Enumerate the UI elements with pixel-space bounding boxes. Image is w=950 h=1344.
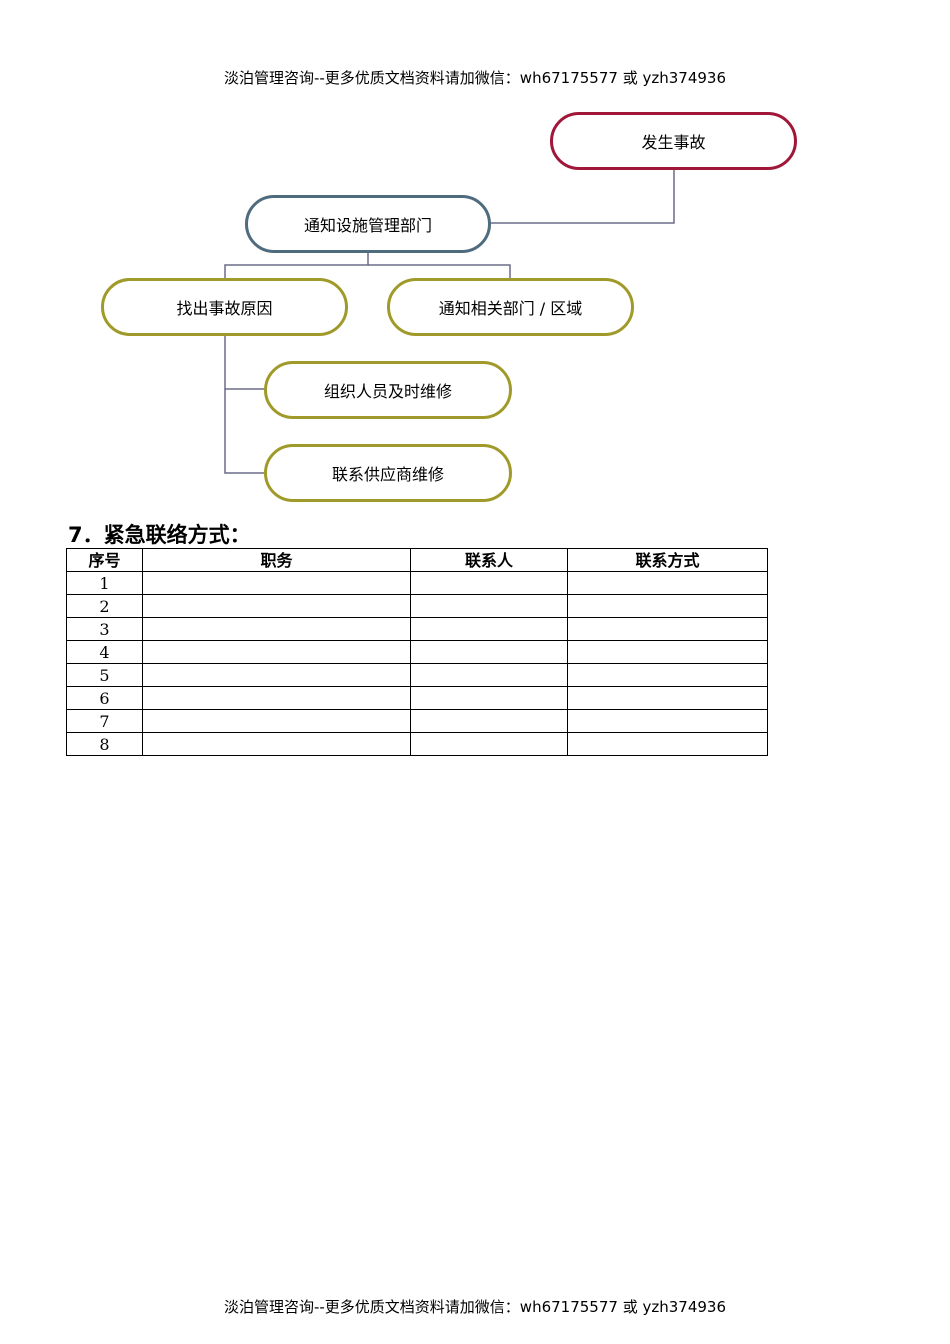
cell-index: 2 [66,594,143,618]
cell-contact-person [410,663,568,687]
cell-position [142,709,411,733]
table-header-row: 序号 职务 联系人 联系方式 [66,548,768,572]
cell-position [142,617,411,641]
table-row: 8 [66,732,768,756]
connector-facility-to-related [368,264,511,279]
node-contact-supplier-label: 联系供应商维修 [331,465,444,484]
table-row: 1 [66,571,768,595]
cell-index: 7 [66,709,143,733]
node-notify-facility-label: 通知设施管理部门 [303,216,432,235]
connector-accident-to-facility [490,168,675,224]
cell-contact-method [567,640,768,664]
node-find-cause-label: 找出事故原因 [176,299,273,318]
cell-contact-method [567,663,768,687]
cell-index: 5 [66,663,143,687]
cell-contact-person [410,571,568,595]
section-title: 7．紧急联络方式： [68,523,251,547]
incident-flowchart: 发生事故 通知设施管理部门 找出事故原因 通知相关部门 / 区域 组织人员及时维… [0,0,950,520]
table-row: 5 [66,663,768,687]
node-notify-related: 通知相关部门 / 区域 [387,278,634,336]
cell-position [142,640,411,664]
cell-contact-person [410,686,568,710]
node-accident: 发生事故 [550,112,797,170]
cell-contact-method [567,594,768,618]
node-organize-repair-label: 组织人员及时维修 [323,382,452,401]
cell-contact-person [410,617,568,641]
cell-index: 3 [66,617,143,641]
cell-contact-person [410,594,568,618]
page-header: 淡泊管理咨询--更多优质文档资料请加微信：wh67175577 或 yzh374… [223,69,726,87]
cell-position [142,594,411,618]
node-contact-supplier: 联系供应商维修 [264,444,512,502]
connector-cause-to-supplier [224,389,266,474]
cell-index: 1 [66,571,143,595]
table-row: 2 [66,594,768,618]
cell-contact-person [410,732,568,756]
flowchart-connectors [224,168,675,474]
cell-contact-method [567,617,768,641]
header-contact-method: 联系方式 [567,548,768,572]
emergency-contact-table: 序号 职务 联系人 联系方式 1 2 3 4 [66,548,768,756]
node-find-cause: 找出事故原因 [101,278,348,336]
connector-facility-split [224,251,369,279]
node-organize-repair: 组织人员及时维修 [264,361,512,419]
header-contact-person: 联系人 [410,548,568,572]
cell-position [142,686,411,710]
page-footer: 淡泊管理咨询--更多优质文档资料请加微信：wh67175577 或 yzh374… [223,1298,726,1316]
cell-index: 4 [66,640,143,664]
cell-contact-person [410,640,568,664]
node-notify-related-label: 通知相关部门 / 区域 [438,299,583,318]
table-row: 6 [66,686,768,710]
cell-position [142,663,411,687]
node-accident-label: 发生事故 [641,133,706,152]
table-row: 4 [66,640,768,664]
cell-contact-method [567,571,768,595]
header-index: 序号 [66,548,143,572]
table-row: 7 [66,709,768,733]
cell-index: 8 [66,732,143,756]
cell-contact-method [567,732,768,756]
node-notify-facility: 通知设施管理部门 [245,195,491,253]
table-row: 3 [66,617,768,641]
connector-cause-to-repair [224,335,266,390]
cell-contact-method [567,709,768,733]
header-position: 职务 [142,548,411,572]
cell-position [142,571,411,595]
cell-position [142,732,411,756]
cell-contact-method [567,686,768,710]
cell-contact-person [410,709,568,733]
cell-index: 6 [66,686,143,710]
